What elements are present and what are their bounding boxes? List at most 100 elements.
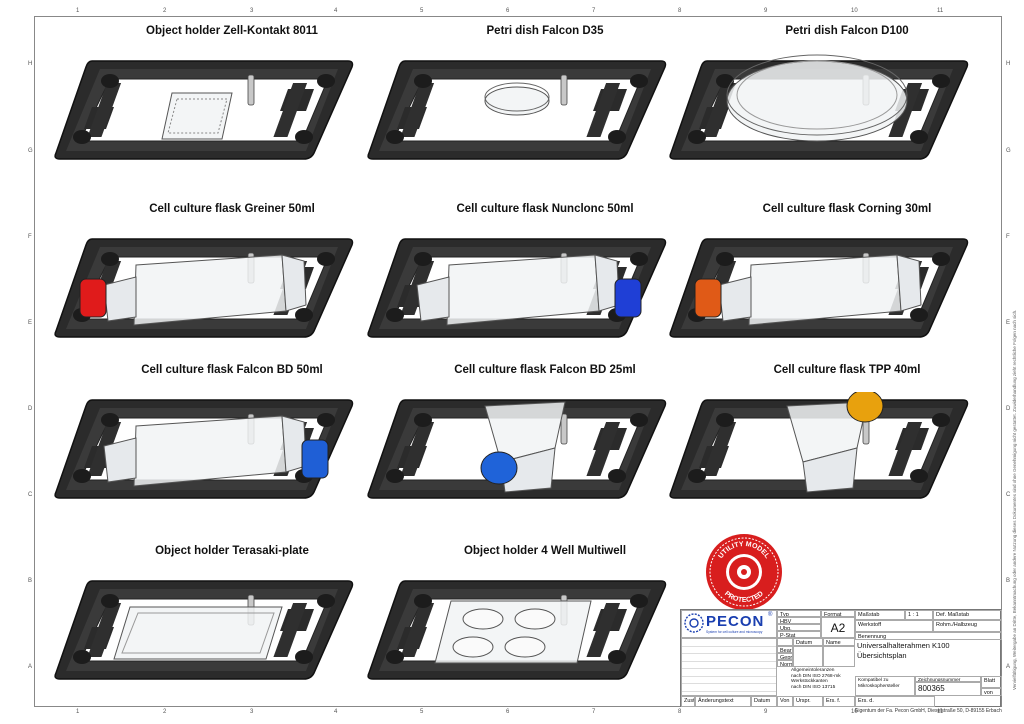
norm-label: Norm. [777,660,793,667]
datum2-label: Datum [751,696,777,707]
ruler-right-F: F [1006,234,1010,240]
ruler-bottom-1: 1 [76,709,80,715]
tol-line-1: Allgemeintoleranzen [791,668,835,673]
ruler-left-F: F [28,234,32,240]
holder-frame-drawing [54,60,354,160]
ruler-right-H: H [1006,61,1011,67]
von2-label: Von [777,696,793,707]
ruler-bottom-8: 8 [678,709,682,715]
holder-title: Object holder 4 Well Multiwell [463,545,627,557]
ruler-top-4: 4 [334,8,338,14]
holder-frame-drawing [669,54,969,160]
ruler-right-A: A [1006,664,1011,670]
blank-cell [777,638,793,646]
ruler-bottom-2: 2 [163,709,167,715]
row-ubg: Ubg. [777,624,821,631]
holder-title: Cell culture flask TPP 40ml [773,364,921,376]
datum-cell [793,646,823,667]
tol-line-2: nach DIN ISO 2768-mk [791,673,841,679]
name-header: Name [823,638,855,646]
ruler-left-E: E [28,320,33,326]
datum-header: Datum [793,638,823,646]
holder-title: Object holder Zell-Kontakt 8011 [146,25,318,37]
ruler-left-C: C [28,492,33,498]
holder-frame-drawing [54,238,354,338]
holder-frame-drawing [367,238,667,338]
ruler-right-B: B [1006,578,1011,584]
holder-frame-drawing [367,399,667,499]
flask-cap [694,278,722,318]
pecon-logo-mark [684,613,704,633]
ruler-bottom-4: 4 [334,709,338,715]
zeichnungsnummer: 800365 [915,682,981,696]
benennung-label: Benennung [855,632,1002,640]
title-block: Typ Format HBV Ubg. P-Stat A2 Maßstab 1 … [680,609,1002,707]
ers-label: Ers. f. [823,696,855,707]
zeichnungsnummer-label: Zeichnungsnummer [915,676,981,682]
kompatibel-sub: Mikroskophersteller [858,684,900,689]
holder-title: Object holder Terasaki-plate [155,545,309,557]
ruler-top-2: 2 [163,8,167,14]
ruler-right-C: C [1006,492,1011,498]
blatt-label: Blatt [981,676,1002,688]
holder-title: Cell culture flask Nunclonc 50ml [456,203,634,215]
urspr-label: Urspr. [793,696,823,707]
holder-title: Petri dish Falcon D35 [486,25,604,37]
logo-tagline: System for cell culture and microscopy [706,630,763,634]
ruler-top-8: 8 [678,8,682,14]
holder-frame-drawing [367,580,667,680]
holder-frame-drawing [54,399,354,499]
holder-frame-drawing [669,392,969,499]
holder-title: Cell culture flask Corning 30ml [762,203,932,215]
drawing-frame [34,16,1002,707]
holder-title: Cell culture flask Falcon BD 50ml [141,364,323,376]
flask-cap [301,439,329,479]
ruler-bottom-6: 6 [506,709,510,715]
ruler-bottom-7: 7 [592,709,596,715]
ruler-left-A: A [28,664,33,670]
ruler-left-B: B [28,578,33,584]
werkstoff-value: Rohm./Halbzeug [933,620,1002,632]
format-value: A2 [821,617,855,638]
type-label: Typ [777,610,821,617]
tol-line-4: nach DIN ISO 13715 [791,684,836,690]
ruler-right-D: D [1006,406,1011,412]
tol-line-3: Werkstückkanten [791,679,828,685]
bearb-label: Bearb. [777,646,793,653]
ruler-top-3: 3 [250,8,254,14]
row-pstat: P-Stat [777,631,821,638]
def-massstab: Def. Maßstab [933,610,1002,620]
row-hbv: HBV [777,617,821,624]
ruler-top-11: 11 [937,8,944,14]
format-label: Format [821,610,855,617]
copyright-side-text: Vervielfältigung, Weitergabe an Dritte, … [1012,309,1017,690]
holder-frame-drawing [669,238,969,338]
holder-title: Cell culture flask Falcon BD 25ml [454,364,636,376]
ruler-right-E: E [1006,320,1011,326]
ers-d-label: Ers. d. [855,696,935,707]
massstab-label: Maßstab [855,610,905,620]
flask-cap [846,392,884,423]
ruler-top-1: 1 [76,8,80,14]
ruler-top-5: 5 [420,8,424,14]
gepr-label: Gepr. [777,653,793,660]
holder-title: Cell culture flask Greiner 50ml [149,203,315,215]
flask-cap [480,451,518,485]
kompatibel-cell: Kompatibel zu Mikroskophersteller [855,676,915,696]
ruler-bottom-3: 3 [250,709,254,715]
drawing-title: Universalhalterahmen K100 [857,641,950,650]
ruler-left-D: D [28,406,33,412]
ruler-right-G: G [1006,148,1011,154]
ownership-note: Eigentum der Fa. Pecon GmbH, Dieselstraß… [855,708,1002,714]
logo-cell [681,610,777,638]
logo-reg: ® [768,612,773,618]
logo-name: PECON [706,613,765,630]
ruler-left-G: G [28,148,33,154]
ruler-top-10: 10 [851,8,858,14]
name-cell [823,646,855,667]
ruler-bottom-10: 10 [851,709,858,715]
ruler-bottom-11: 11 [937,709,944,715]
tolerances: Allgemeintoleranzen nach DIN ISO 2768-mk… [777,667,855,697]
ruler-top-7: 7 [592,8,596,14]
